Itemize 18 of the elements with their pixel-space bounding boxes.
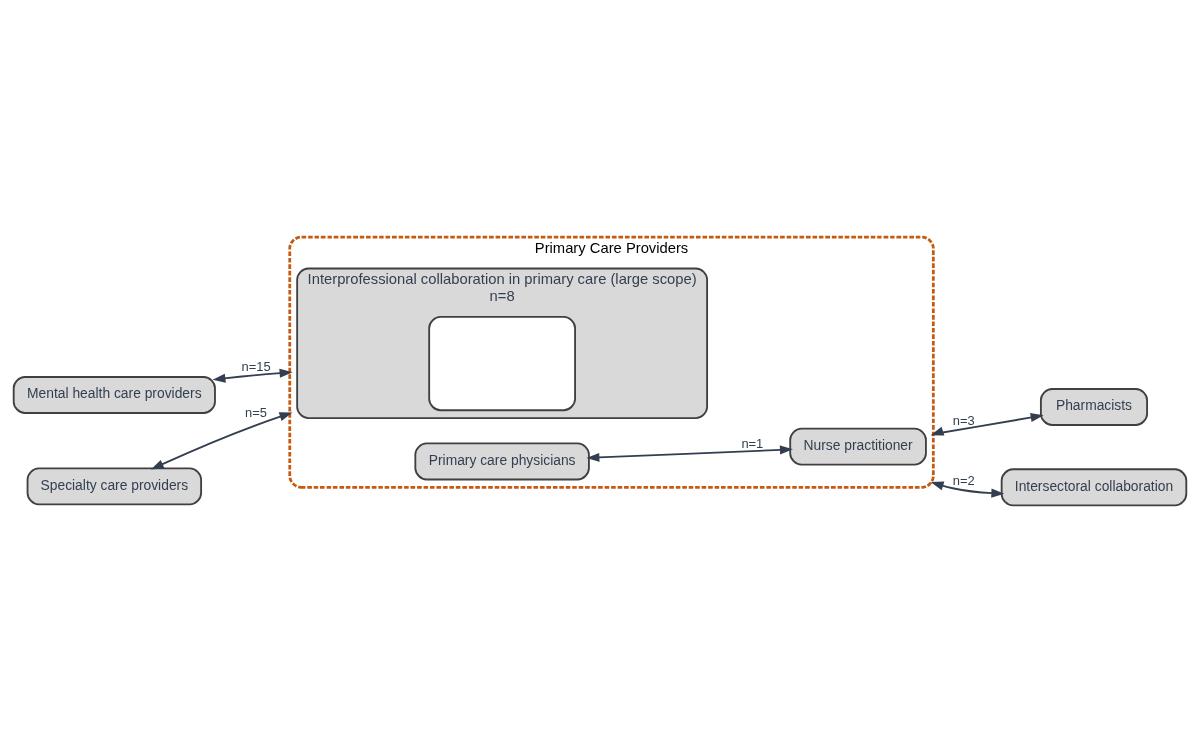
- arrow: [930, 481, 1005, 498]
- node-box: Primary care physicians: [414, 442, 590, 480]
- edge-label: n=5: [245, 404, 268, 420]
- node-box: Pharmacists: [1039, 387, 1148, 426]
- node-box: Mental health care providers: [12, 375, 216, 414]
- arrow: [930, 412, 1044, 435]
- node-box: Specialty care providers: [26, 466, 203, 505]
- arrow: [212, 368, 293, 383]
- node-box: Nurse practitioner: [789, 427, 927, 466]
- edge-label: n=3: [952, 412, 975, 428]
- node-box: [428, 315, 576, 411]
- edge-label: n=2: [952, 472, 975, 488]
- cluster: Interprofessional collaboration in primary care (large scope) n=8: [296, 267, 709, 419]
- arrow: [150, 411, 293, 469]
- edge-label: n=1: [741, 435, 764, 451]
- arrow: [586, 444, 793, 462]
- edge-label: n=15: [241, 358, 271, 374]
- node-box: Intersectoral collaboration: [1000, 467, 1188, 506]
